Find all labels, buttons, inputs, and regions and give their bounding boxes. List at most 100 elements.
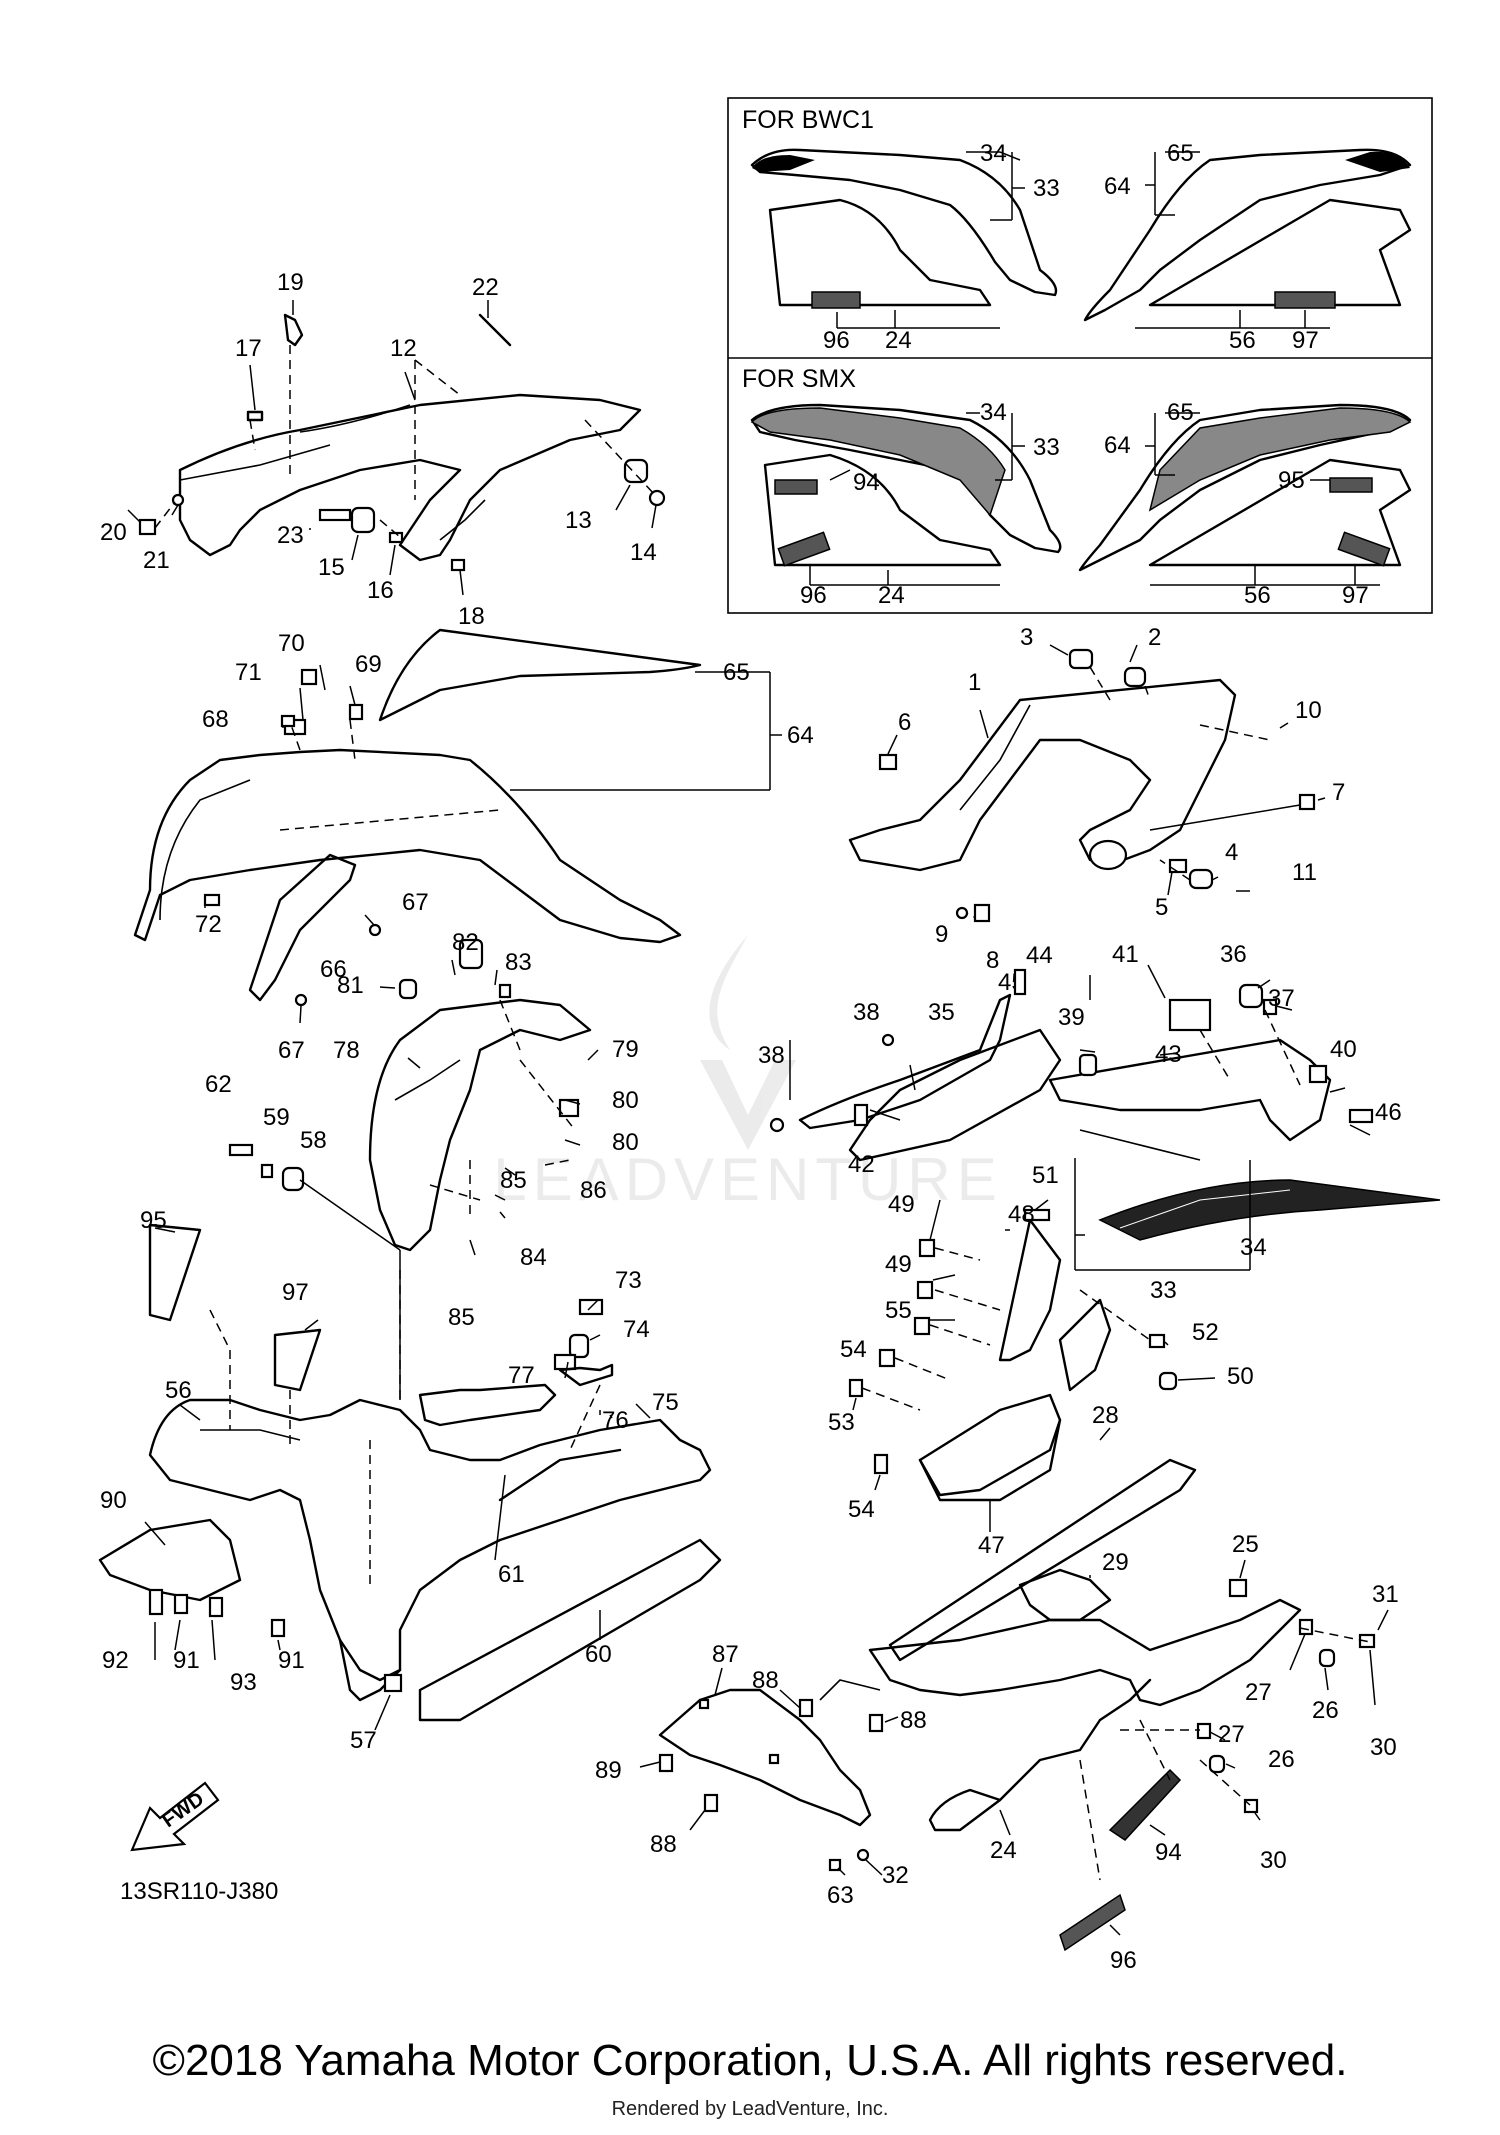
callout-62: 62 — [205, 1071, 232, 1098]
callout-91b: 91 — [278, 1647, 305, 1674]
top-cover-group — [138, 313, 666, 572]
callout-5: 5 — [1155, 894, 1168, 921]
callout-42: 42 — [848, 1151, 875, 1178]
callout-94: 94 — [1155, 1839, 1182, 1866]
callout-27b: 27 — [1218, 1721, 1245, 1748]
smx-right-cowl — [1078, 403, 1412, 572]
callout-79: 79 — [612, 1036, 639, 1063]
callout-1: 1 — [968, 669, 981, 696]
callout-38a: 38 — [853, 999, 880, 1026]
callout-25: 25 — [1232, 1531, 1259, 1558]
callout-39: 39 — [1058, 1004, 1085, 1031]
callout-52: 52 — [1192, 1319, 1219, 1346]
callout-18: 18 — [458, 603, 485, 630]
callout-83: 83 — [505, 949, 532, 976]
callout-28: 28 — [1092, 1402, 1119, 1429]
callout-19: 19 — [277, 269, 304, 296]
callout-85b: 85 — [448, 1304, 475, 1331]
callout-34: 34 — [1240, 1234, 1267, 1261]
callout-smx-95: 95 — [1278, 467, 1305, 494]
callout-64: 64 — [787, 722, 814, 749]
callout-27a: 27 — [1245, 1679, 1272, 1706]
callout-95: 95 — [140, 1207, 167, 1234]
callout-22: 22 — [472, 274, 499, 301]
callout-65: 65 — [723, 659, 750, 686]
callout-bwc1-24: 24 — [885, 327, 912, 354]
callout-30b: 30 — [1260, 1847, 1287, 1874]
callout-16: 16 — [367, 577, 394, 604]
callout-2: 2 — [1148, 624, 1161, 651]
callout-46: 46 — [1375, 1099, 1402, 1126]
callout-70: 70 — [278, 630, 305, 657]
callout-smx-24: 24 — [878, 582, 905, 609]
inner-panel-78 — [368, 938, 592, 1252]
callout-29: 29 — [1102, 1549, 1129, 1576]
inset-header-bwc1: FOR BWC1 — [742, 106, 874, 134]
callout-smx-56: 56 — [1244, 582, 1271, 609]
callout-12: 12 — [390, 335, 417, 362]
callout-bwc1-33: 33 — [1033, 175, 1060, 202]
callout-13: 13 — [565, 507, 592, 534]
callout-89: 89 — [595, 1757, 622, 1784]
callout-50: 50 — [1227, 1363, 1254, 1390]
callout-73: 73 — [615, 1267, 642, 1294]
lower-cowl-left — [98, 1223, 722, 1722]
callout-54a: 54 — [840, 1336, 867, 1363]
diagram-code: 13SR110-J380 — [120, 1878, 279, 1905]
callout-38b: 38 — [758, 1042, 785, 1069]
callout-63: 63 — [827, 1882, 854, 1909]
callout-bwc1-64: 64 — [1104, 173, 1131, 200]
callout-80a: 80 — [612, 1087, 639, 1114]
callout-75: 75 — [652, 1389, 679, 1416]
callout-86: 86 — [580, 1177, 607, 1204]
callout-88c: 88 — [650, 1831, 677, 1858]
callout-36: 36 — [1220, 941, 1247, 968]
callout-49a: 49 — [888, 1191, 915, 1218]
side-panel-33 — [769, 983, 1441, 1241]
callout-smx-94: 94 — [853, 469, 880, 496]
callout-92: 92 — [102, 1647, 129, 1674]
callout-7: 7 — [1332, 779, 1345, 806]
callout-3: 3 — [1020, 624, 1033, 651]
callout-84: 84 — [520, 1244, 547, 1271]
callout-56: 56 — [165, 1377, 192, 1404]
callout-44: 44 — [1026, 942, 1053, 969]
callout-82: 82 — [452, 929, 479, 956]
inset-panels: FOR BWC1 FOR SMX 34 33 96 24 65 64 — [727, 97, 1433, 614]
callout-93: 93 — [230, 1669, 257, 1696]
callout-20: 20 — [100, 519, 127, 546]
callout-35: 35 — [928, 999, 955, 1026]
duct-47 — [848, 1208, 1178, 1502]
callout-bwc1-65: 65 — [1167, 140, 1194, 167]
callout-66: 66 — [320, 956, 347, 983]
leadventure-watermark: LEADVENTURE — [493, 935, 1002, 1213]
callout-78: 78 — [333, 1037, 360, 1064]
callout-69: 69 — [355, 651, 382, 678]
watermark-text: LEADVENTURE — [493, 1146, 1002, 1213]
inset-header-smx: FOR SMX — [742, 365, 856, 393]
callout-31: 31 — [1372, 1581, 1399, 1608]
upper-cowl-left — [133, 628, 702, 1007]
callout-87: 87 — [712, 1641, 739, 1668]
callout-24: 24 — [990, 1837, 1017, 1864]
callout-26b: 26 — [1268, 1746, 1295, 1773]
lower-cowl-right — [868, 1458, 1376, 1952]
callout-54b: 54 — [848, 1496, 875, 1523]
callout-15: 15 — [318, 554, 345, 581]
callout-49b: 49 — [885, 1251, 912, 1278]
callout-17: 17 — [235, 335, 262, 362]
callout-11: 11 — [1292, 859, 1317, 886]
copyright-notice: ©2018 Yamaha Motor Corporation, U.S.A. A… — [152, 2036, 1348, 2085]
callout-76: 76 — [602, 1407, 629, 1434]
callout-smx-97: 97 — [1342, 582, 1369, 609]
callout-14: 14 — [630, 539, 657, 566]
callout-33: 33 — [1150, 1277, 1177, 1304]
upper-right-bracket — [848, 648, 1316, 921]
callout-smx-65: 65 — [1167, 399, 1194, 426]
callout-67a: 67 — [402, 889, 429, 916]
smx-left-cowl — [750, 403, 1062, 567]
callout-43: 43 — [1155, 1041, 1182, 1068]
callout-bwc1-97: 97 — [1292, 327, 1319, 354]
callout-81: 81 — [337, 972, 364, 999]
